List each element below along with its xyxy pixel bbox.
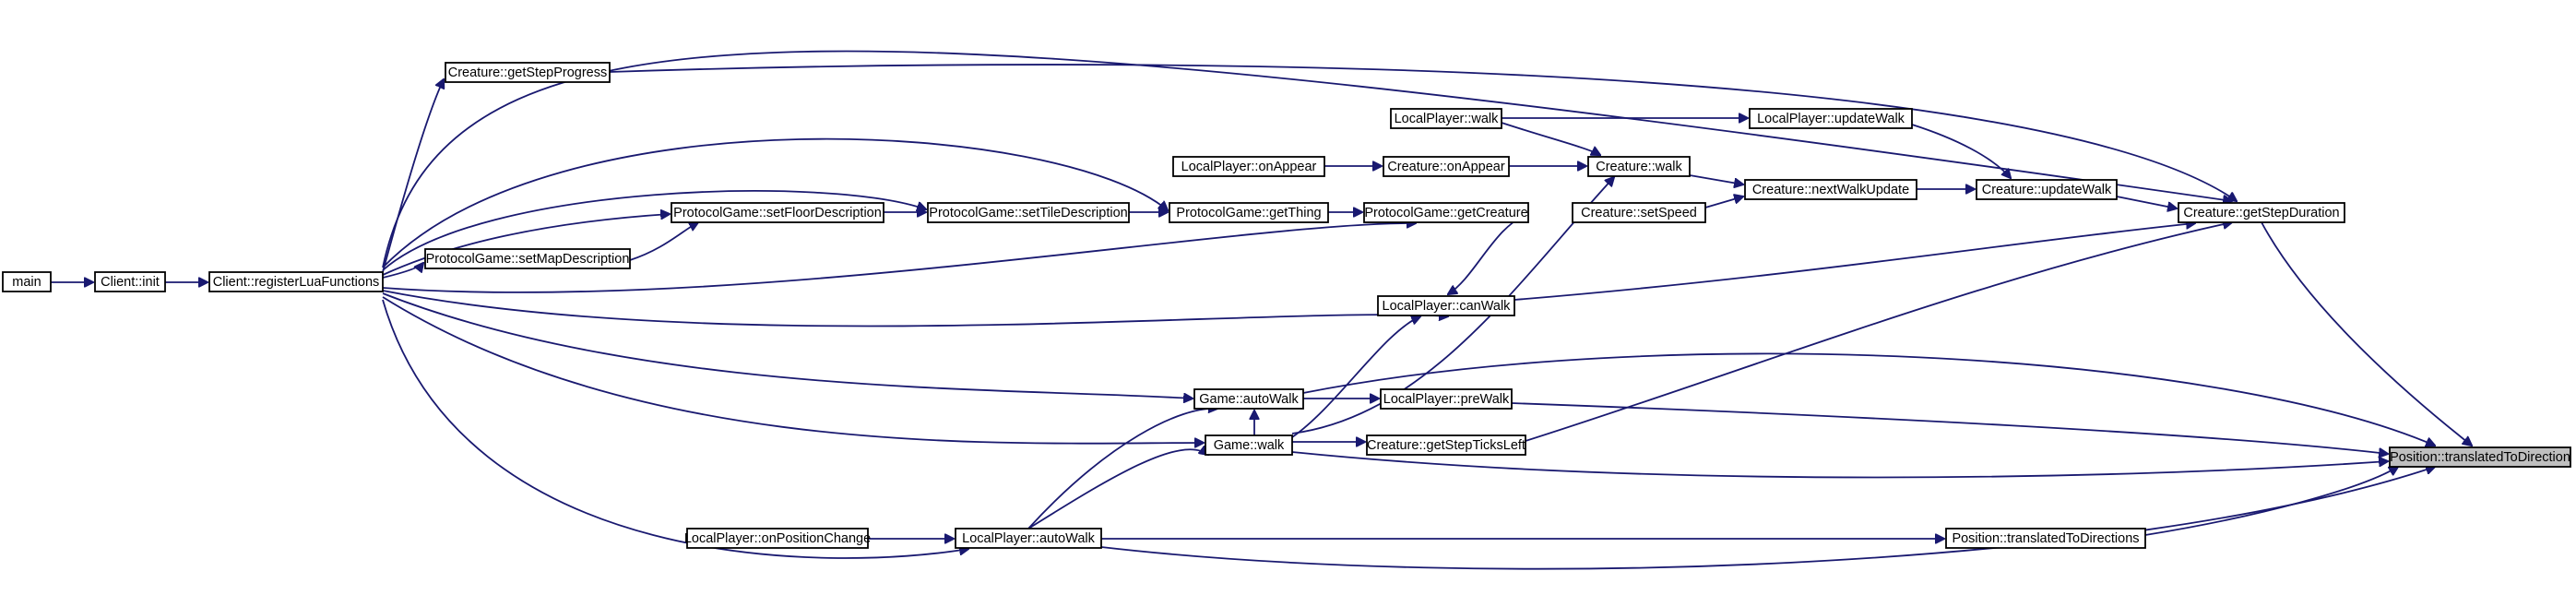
edge-3	[382, 79, 444, 273]
edge-40	[1027, 449, 1208, 530]
node-set-map-description[interactable]: ProtocolGame::setMapDescription	[424, 248, 631, 269]
node-label: ProtocolGame::setMapDescription	[426, 252, 630, 267]
node-label: Creature::walk	[1596, 160, 1682, 174]
edge-45	[2261, 221, 2472, 446]
edge-24	[1689, 174, 1743, 184]
node-get-step-duration[interactable]: Creature::getStepDuration	[2178, 202, 2345, 223]
node-label: LocalPlayer::preWalk	[1383, 392, 1510, 407]
node-label: Client::registerLuaFunctions	[213, 275, 380, 290]
node-label: Position::translatedToDirection	[2390, 450, 2570, 465]
node-label: ProtocolGame::setTileDescription	[929, 206, 1127, 220]
edge-28	[2116, 196, 2177, 208]
edge-44	[1100, 467, 2435, 570]
node-label: ProtocolGame::getCreature	[1364, 206, 1527, 220]
node-creature-on-appear[interactable]: Creature::onAppear	[1383, 156, 1510, 177]
edge-26	[1911, 124, 2011, 178]
node-pre-walk[interactable]: LocalPlayer::preWalk	[1380, 388, 1513, 410]
node-creature-update-walk[interactable]: Creature::updateWalk	[1976, 179, 2118, 200]
node-label: Creature::getStepDuration	[2183, 206, 2339, 220]
node-label: ProtocolGame::setFloorDescription	[673, 206, 882, 220]
edge-23	[1448, 213, 1529, 294]
node-translated-to-direction[interactable]: Position::translatedToDirection	[2389, 446, 2571, 468]
node-label: main	[12, 275, 41, 290]
node-on-position-change[interactable]: LocalPlayer::onPositionChange	[684, 528, 871, 549]
node-get-thing[interactable]: ProtocolGame::getThing	[1169, 202, 1329, 223]
node-label: LocalPlayer::onAppear	[1181, 160, 1317, 174]
node-game-walk[interactable]: Game::walk	[1205, 434, 1293, 456]
node-label: Creature::setSpeed	[1581, 206, 1697, 220]
node-label: Creature::getStepTicksLeft	[1367, 438, 1525, 453]
edge-16	[629, 222, 698, 261]
node-label: Creature::onAppear	[1387, 160, 1505, 174]
node-set-floor-description[interactable]: ProtocolGame::setFloorDescription	[671, 202, 884, 223]
edge-41	[1027, 409, 1217, 530]
node-label: Game::autoWalk	[1199, 392, 1299, 407]
edge-22	[1501, 122, 1600, 155]
node-label: Client::init	[101, 275, 160, 290]
node-label: LocalPlayer::onPositionChange	[684, 531, 871, 546]
node-translated-to-directions[interactable]: Position::translatedToDirections	[1945, 528, 2146, 549]
edge-4	[382, 214, 670, 276]
node-set-speed[interactable]: Creature::setSpeed	[1572, 202, 1706, 223]
node-label: LocalPlayer::walk	[1395, 112, 1500, 126]
node-label: Creature::updateWalk	[1982, 183, 2112, 197]
edge-35	[1511, 402, 2388, 454]
edge-12	[382, 50, 2232, 268]
node-local-player-on-appear[interactable]: LocalPlayer::onAppear	[1172, 156, 1325, 177]
node-label: ProtocolGame::getThing	[1176, 206, 1321, 220]
node-local-player-walk[interactable]: LocalPlayer::walk	[1390, 108, 1502, 129]
node-label: Position::translatedToDirections	[1952, 531, 2139, 546]
edge-29	[1514, 223, 2195, 301]
node-creature-walk[interactable]: Creature::walk	[1587, 156, 1691, 177]
node-label: Game::walk	[1214, 438, 1285, 453]
node-register-lua-functions[interactable]: Client::registerLuaFunctions	[208, 271, 384, 292]
edge-10	[382, 292, 1193, 399]
edge-13	[382, 299, 968, 559]
edges	[51, 50, 2472, 570]
node-get-creature[interactable]: ProtocolGame::getCreature	[1363, 202, 1529, 223]
node-label: Creature::getStepProgress	[448, 65, 607, 80]
node-main[interactable]: main	[2, 271, 52, 292]
node-label: LocalPlayer::canWalk	[1383, 299, 1512, 314]
edge-36	[1525, 222, 2232, 442]
edge-14	[609, 64, 2237, 201]
edge-31	[1302, 352, 2435, 446]
edge-8	[382, 223, 1416, 293]
node-get-step-progress[interactable]: Creature::getStepProgress	[445, 62, 611, 83]
edge-37	[1291, 451, 2388, 479]
edge-9	[382, 290, 1448, 327]
node-label: Creature::nextWalkUpdate	[1752, 183, 1909, 197]
edge-11	[382, 296, 1204, 444]
edge-25	[1704, 196, 1743, 208]
edge-5	[382, 263, 423, 279]
node-client-init[interactable]: Client::init	[94, 271, 166, 292]
edge-33	[1291, 316, 1420, 438]
node-local-player-update-walk[interactable]: LocalPlayer::updateWalk	[1749, 108, 1913, 129]
node-game-auto-walk[interactable]: Game::autoWalk	[1193, 388, 1304, 410]
node-label: LocalPlayer::autoWalk	[962, 531, 1095, 546]
edge-6	[382, 190, 926, 271]
node-get-step-ticks-left[interactable]: Creature::getStepTicksLeft	[1366, 434, 1526, 456]
node-can-walk[interactable]: LocalPlayer::canWalk	[1377, 295, 1515, 316]
node-local-player-auto-walk[interactable]: LocalPlayer::autoWalk	[955, 528, 1102, 549]
edge-7	[382, 137, 1168, 268]
node-next-walk-update[interactable]: Creature::nextWalkUpdate	[1744, 179, 1917, 200]
node-set-tile-description[interactable]: ProtocolGame::setTileDescription	[927, 202, 1130, 223]
node-label: LocalPlayer::updateWalk	[1757, 112, 1905, 126]
